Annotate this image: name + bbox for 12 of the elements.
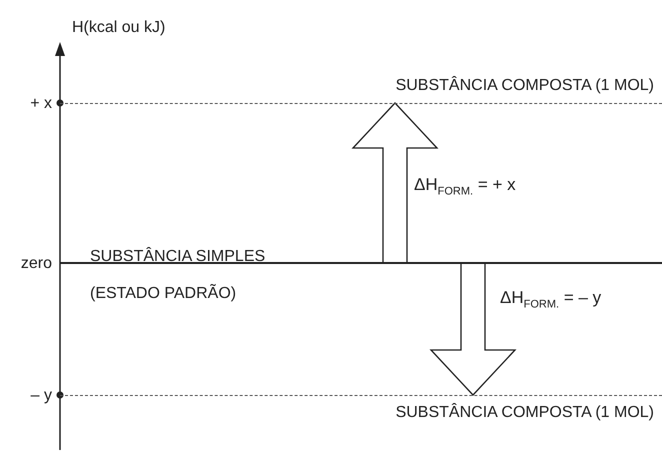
level-label: SUBSTÂNCIA COMPOSTA (1 MOL) — [396, 76, 654, 95]
axis-title: H(kcal ou kJ) — [72, 18, 166, 37]
edge-label: ΔH$_{FORM.}$ = + x — [414, 175, 516, 200]
tick-label: zero — [20, 254, 52, 273]
tick-label: + x — [30, 94, 52, 113]
energy-level — [60, 74, 662, 104]
block-arrow — [430, 262, 516, 396]
block-arrow — [352, 102, 438, 264]
tick-label: – y — [30, 386, 52, 405]
edge-label: ΔH$_{FORM.}$ = – y — [500, 288, 602, 312]
level-label: SUBSTÂNCIA SIMPLES (ESTADO PADRÃO) — [90, 246, 266, 304]
level-label: SUBSTÂNCIA COMPOSTA (1 MOL) — [396, 403, 654, 422]
